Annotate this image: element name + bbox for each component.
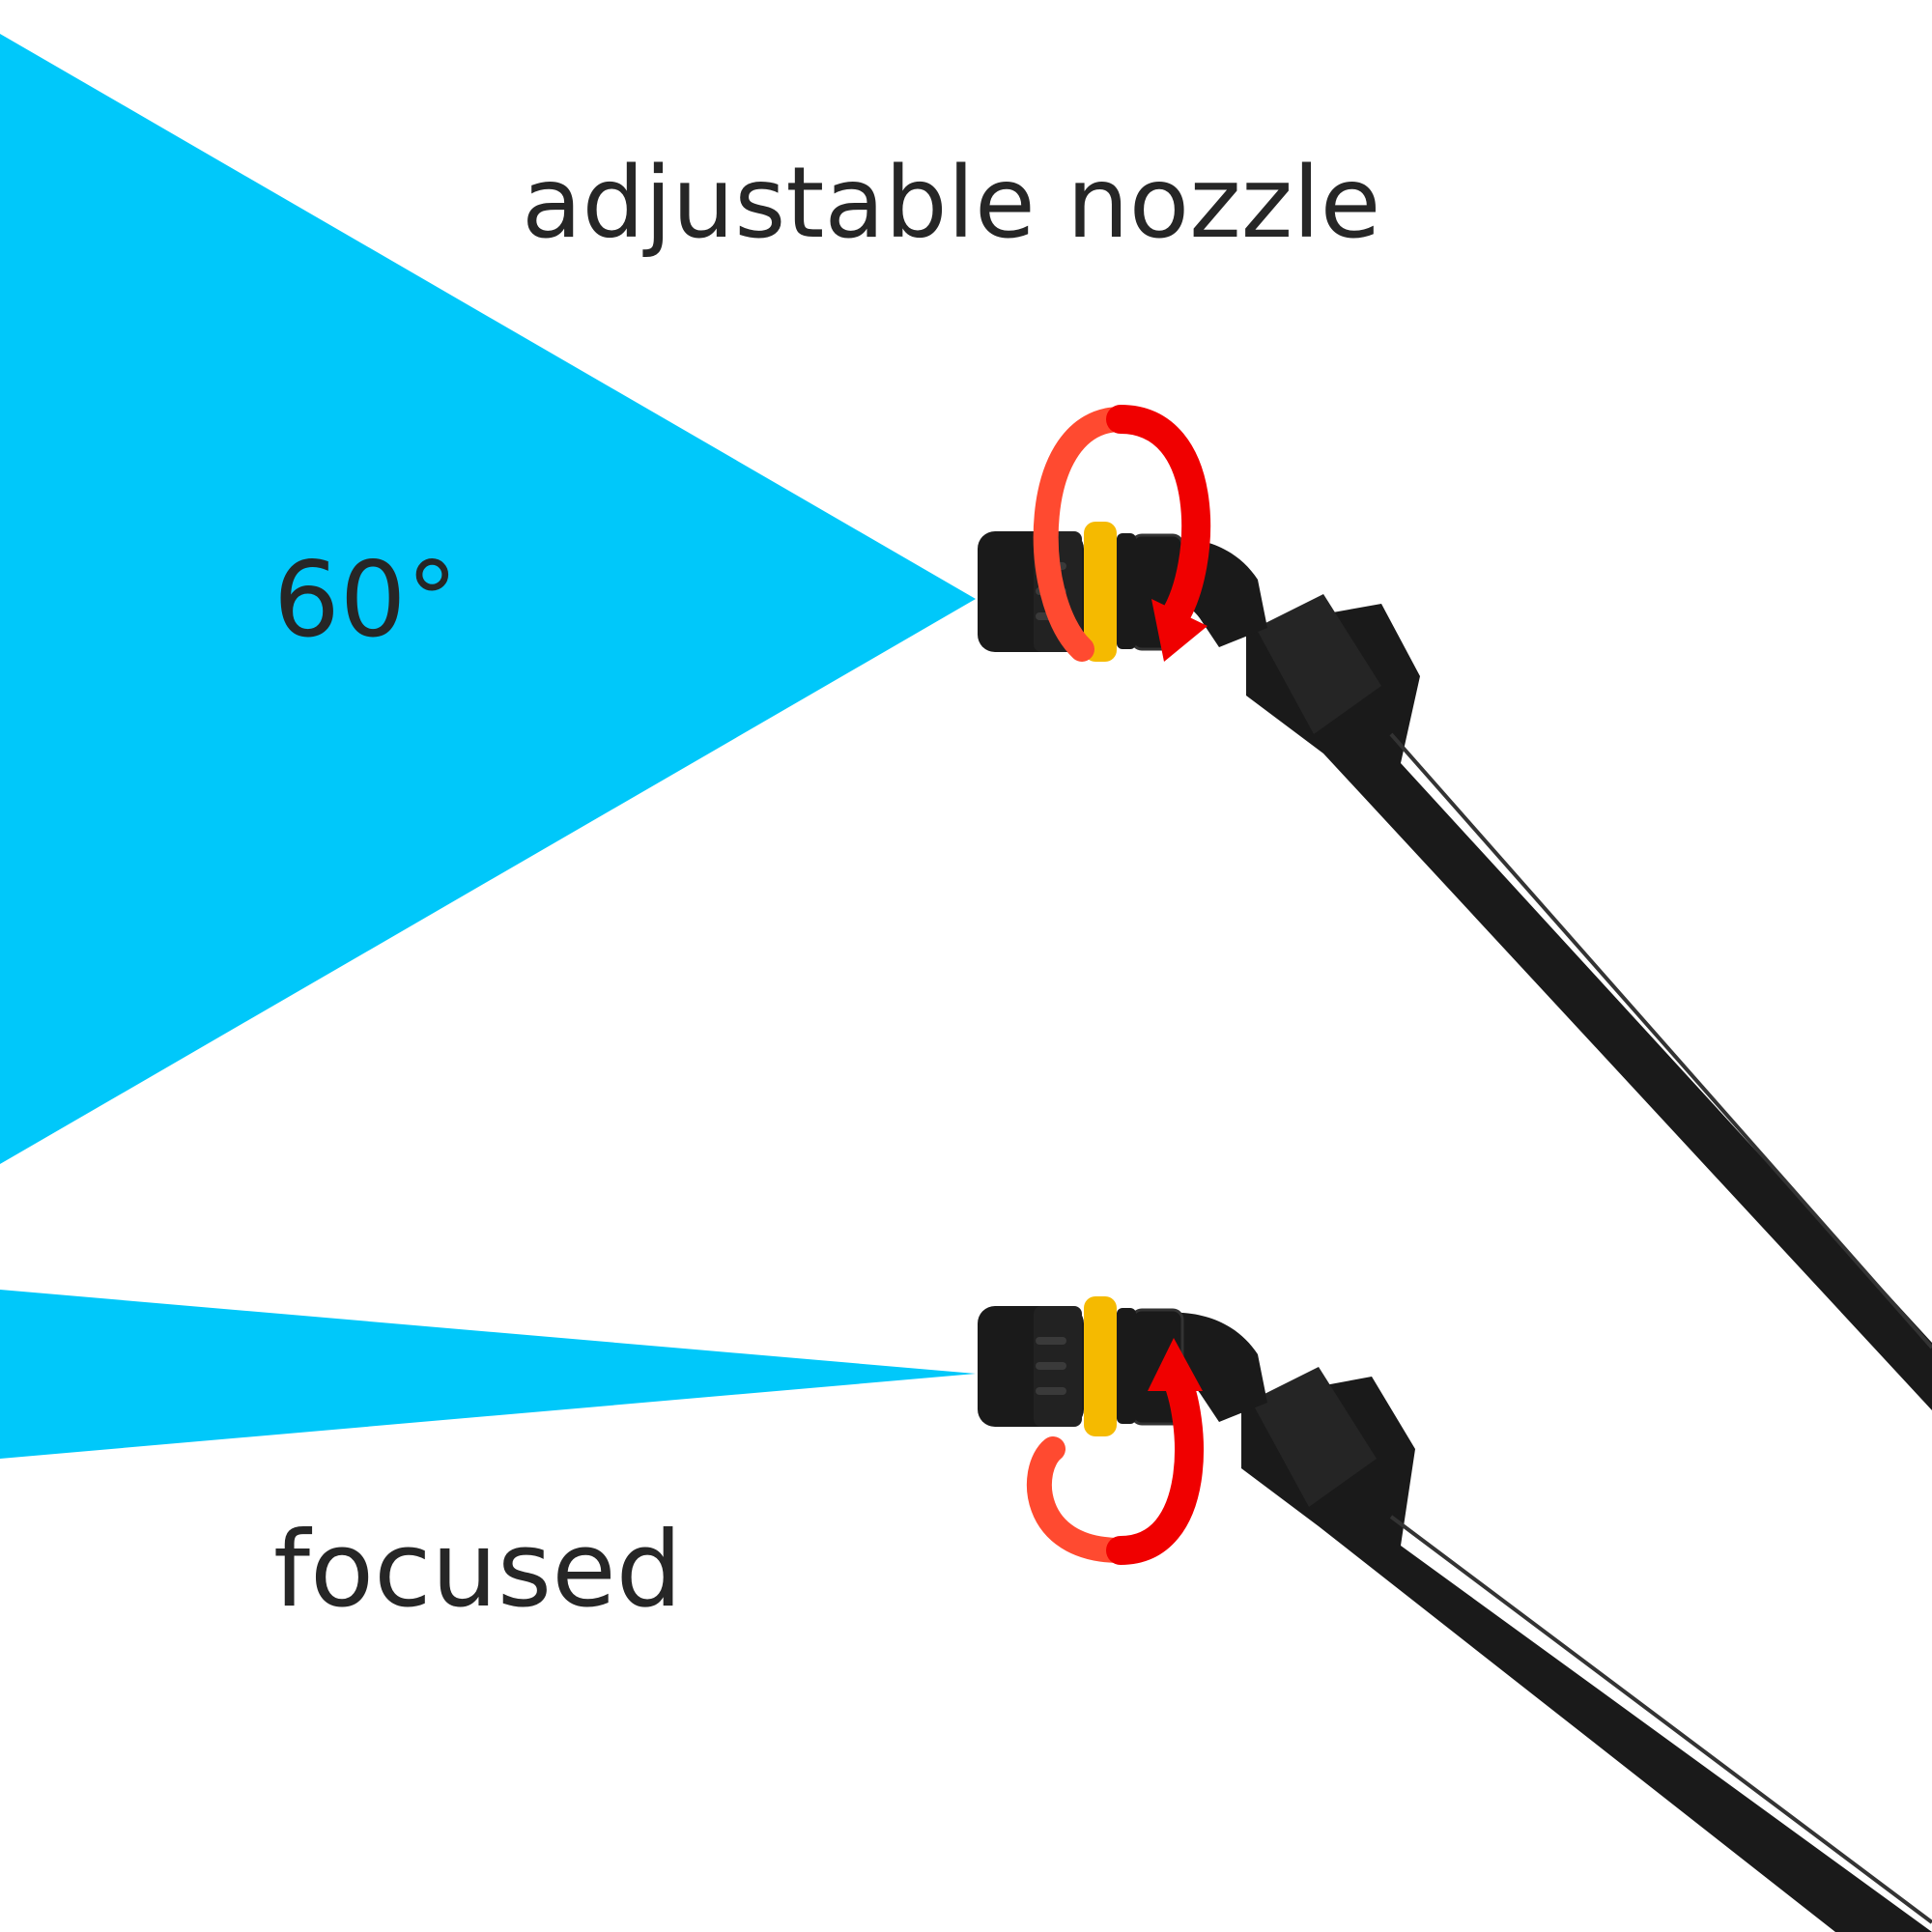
- focused-spray-cone: [0, 1290, 976, 1459]
- rotate-arrow-icon: [1026, 1338, 1204, 1565]
- lower-nozzle-icon: [976, 1294, 1269, 1438]
- wide-spray-cone: [0, 34, 976, 1164]
- upper-wand: [1246, 594, 1932, 1410]
- upper-nozzle-icon: [976, 520, 1269, 664]
- focused-spray-label: focused: [273, 1510, 683, 1631]
- lower-wand: [1241, 1367, 1932, 1932]
- page-title: adjustable nozzle: [522, 146, 1381, 261]
- wide-spray-label: 60°: [273, 540, 459, 661]
- rotate-arrow-icon: [1033, 405, 1211, 662]
